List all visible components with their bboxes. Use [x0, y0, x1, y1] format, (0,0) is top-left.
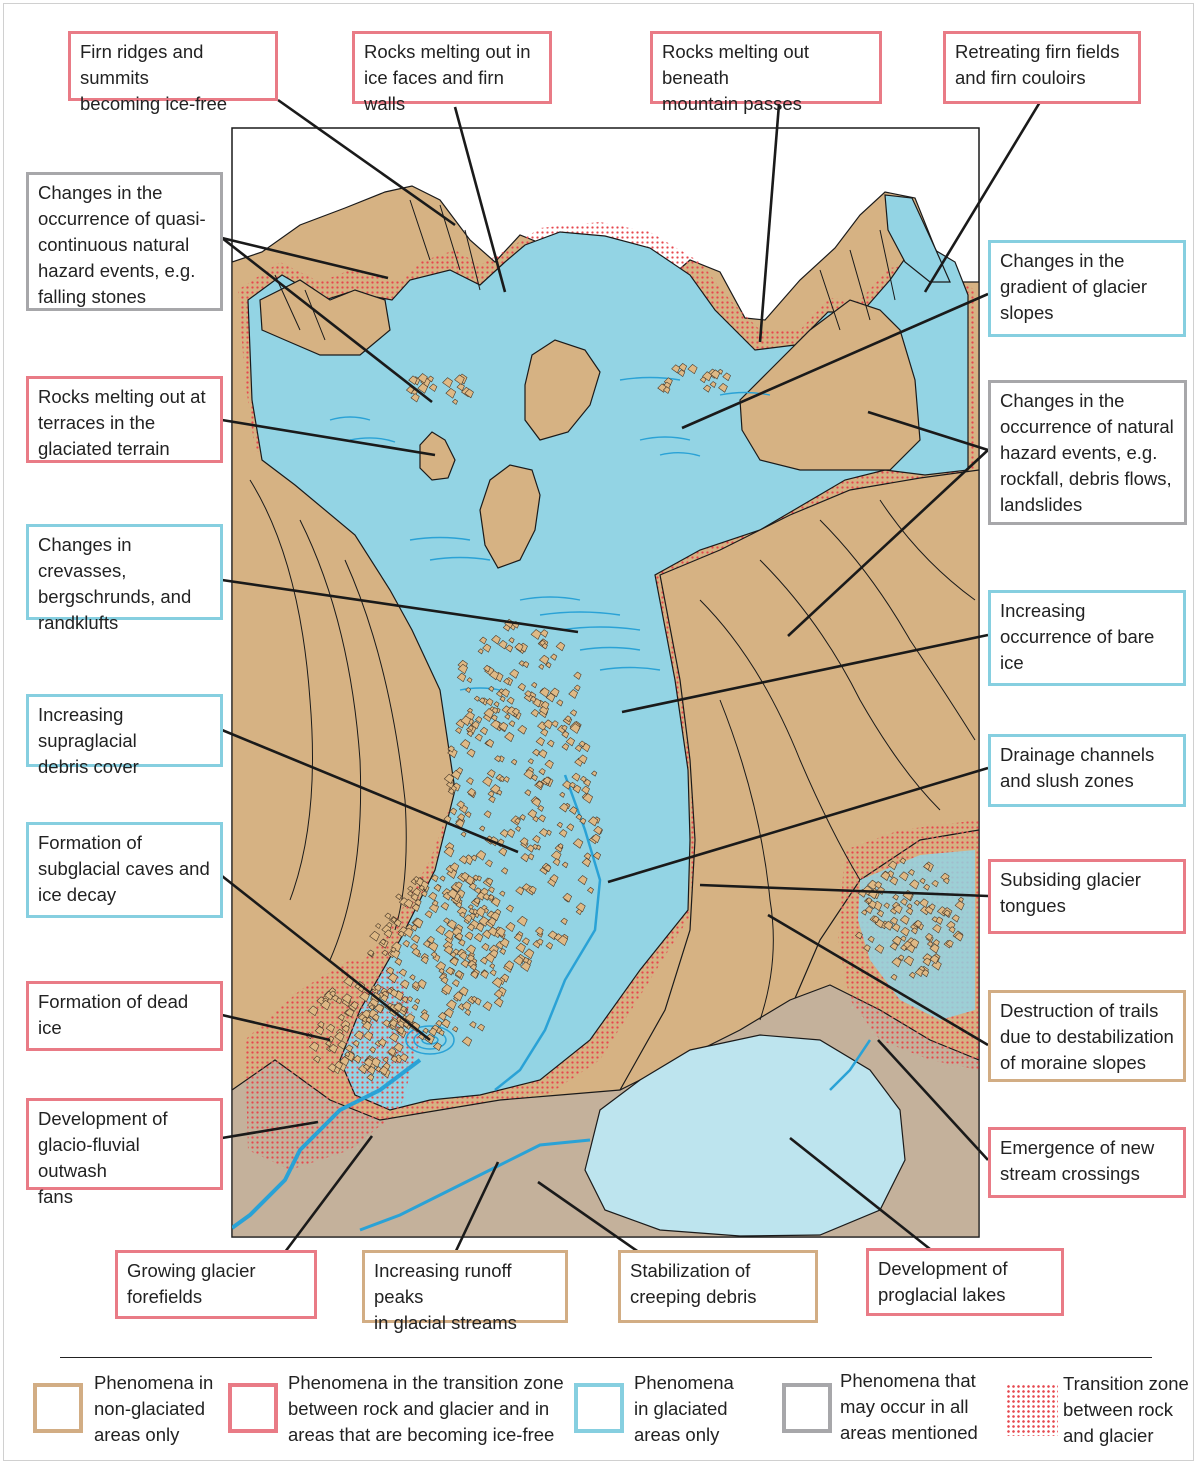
label-bare-ice: Increasing occurrence of bare ice	[988, 590, 1186, 686]
label-runoff: Increasing runoff peaks in glacial strea…	[362, 1250, 568, 1323]
label-supraglacial: Increasing supraglacial debris cover	[26, 694, 223, 767]
legend-text-all: Phenomena that may occur in all areas me…	[840, 1368, 978, 1446]
label-subsiding: Subsiding glacier tongues	[988, 859, 1186, 934]
legend-text-transition: Phenomena in the transition zone between…	[288, 1370, 564, 1448]
label-retreating-firn: Retreating firn fields and firn couloirs	[943, 31, 1141, 104]
label-gradient: Changes in the gradient of glacier slope…	[988, 240, 1186, 337]
legend-swatch-glaciated	[574, 1383, 624, 1433]
label-natural-hazard: Changes in the occurrence of natural haz…	[988, 380, 1187, 525]
label-rocks-passes: Rocks melting out beneath mountain passe…	[650, 31, 882, 104]
legend-text-dots: Transition zone between rock and glacier	[1063, 1371, 1189, 1449]
legend-text-non-glaciated: Phenomena in non-glaciated areas only	[94, 1370, 213, 1448]
legend-divider	[60, 1357, 1152, 1358]
label-dead-ice: Formation of dead ice	[26, 981, 223, 1051]
label-trails: Destruction of trails due to destabiliza…	[988, 990, 1186, 1082]
label-terraces: Rocks melting out at terraces in the gla…	[26, 376, 223, 463]
legend-text-glaciated: Phenomena in glaciated areas only	[634, 1370, 734, 1448]
label-firn-ridges: Firn ridges and summits becoming ice-fre…	[68, 31, 278, 101]
label-rocks-ice-faces: Rocks melting out in ice faces and firn …	[352, 31, 552, 104]
label-drainage: Drainage channels and slush zones	[988, 734, 1186, 807]
label-forefields: Growing glacier forefields	[115, 1250, 317, 1319]
label-subglacial-caves: Formation of subglacial caves and ice de…	[26, 822, 223, 918]
legend-swatch-all	[782, 1383, 832, 1433]
legend-swatch-dots	[1006, 1384, 1058, 1436]
label-outwash: Development of glacio-fluvial outwash fa…	[26, 1098, 223, 1190]
label-crevasses: Changes in crevasses, bergschrunds, and …	[26, 524, 223, 620]
legend-swatch-non-glaciated	[33, 1383, 83, 1433]
label-quasi-continuous: Changes in the occurrence of quasi- cont…	[26, 172, 223, 311]
label-creeping: Stabilization of creeping debris	[618, 1250, 818, 1323]
label-proglacial: Development of proglacial lakes	[866, 1248, 1064, 1316]
label-stream-crossings: Emergence of new stream crossings	[988, 1127, 1186, 1198]
legend-swatch-transition	[228, 1383, 278, 1433]
